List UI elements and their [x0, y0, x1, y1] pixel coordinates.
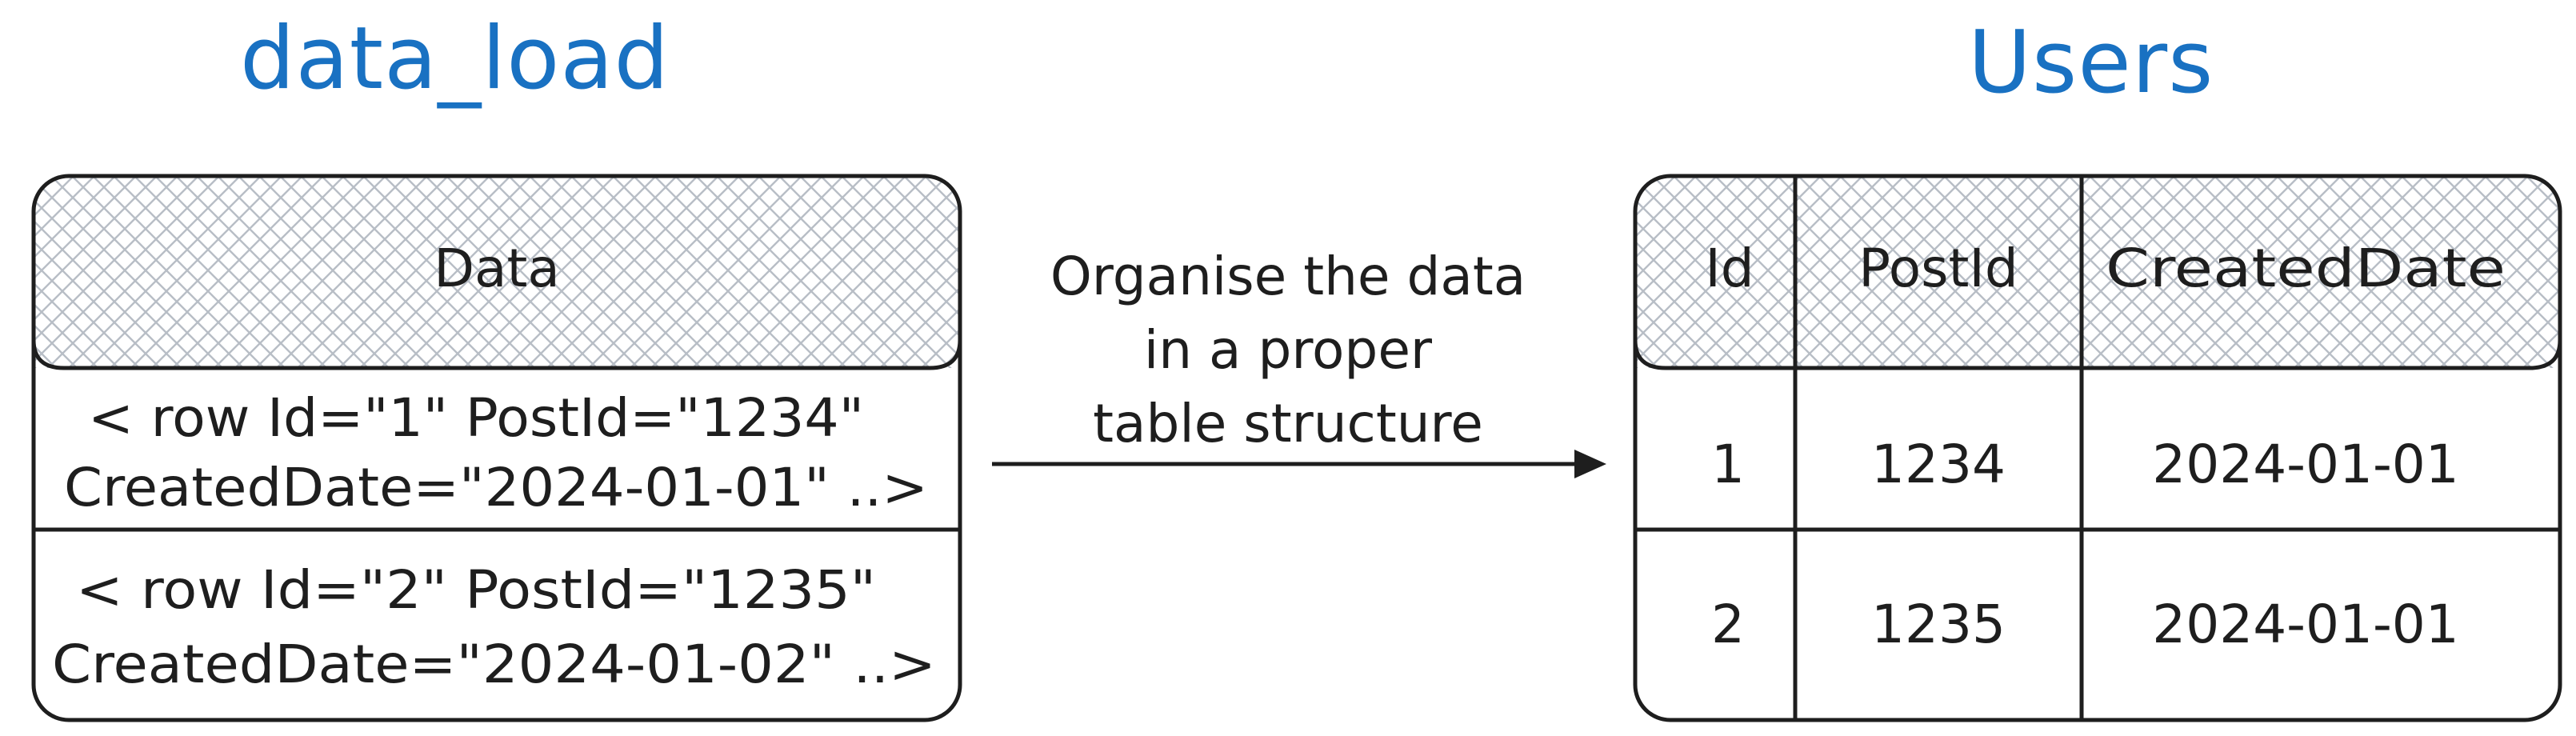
target-table: Id PostId CreatedDate 1 1234 2024-01-01 …	[1633, 174, 2562, 722]
source-header-divider	[31, 339, 962, 370]
source-row-2-line-1: < row Id="2" PostId="1235"	[76, 559, 876, 621]
transform-note-line-2: in a proper	[1143, 319, 1433, 381]
column-header-id: Id	[1705, 238, 1754, 299]
column-header-postid: PostId	[1858, 238, 2018, 299]
row-1-createddate: 2024-01-01	[2152, 434, 2459, 495]
target-table-title: Users	[1968, 13, 2214, 113]
column-header-createddate: CreatedDate	[2106, 238, 2506, 299]
source-header-fill	[34, 176, 960, 368]
transform-note: Organise the data in a proper table stru…	[984, 240, 1592, 461]
source-header-label: Data	[434, 238, 560, 299]
source-table-title: data_load	[240, 9, 670, 109]
row-2-createddate: 2024-01-01	[2152, 594, 2459, 655]
target-header-fill	[1635, 176, 2560, 368]
target-table-border	[1633, 174, 2562, 722]
transform-note-line-3: table structure	[1093, 393, 1483, 454]
row-1-id: 1	[1711, 434, 1745, 495]
row-2-postid: 1235	[1871, 594, 2006, 655]
source-row-1-line-2: CreatedDate="2024-01-01" ..>	[64, 457, 928, 518]
transform-note-line-1: Organise the data	[1050, 246, 1526, 307]
source-row-1-line-1: < row Id="1" PostId="1234"	[88, 387, 864, 449]
row-1-postid: 1234	[1871, 434, 2006, 495]
source-table: Data < row Id="1" PostId="1234" CreatedD…	[31, 174, 962, 722]
source-row-2-line-2: CreatedDate="2024-01-02" ..>	[52, 634, 936, 695]
arrow-head-icon	[1574, 450, 1606, 478]
source-table-border	[31, 174, 962, 722]
transform-arrow	[992, 450, 1606, 478]
target-header-divider	[1633, 339, 2562, 370]
row-2-id: 2	[1711, 594, 1745, 655]
